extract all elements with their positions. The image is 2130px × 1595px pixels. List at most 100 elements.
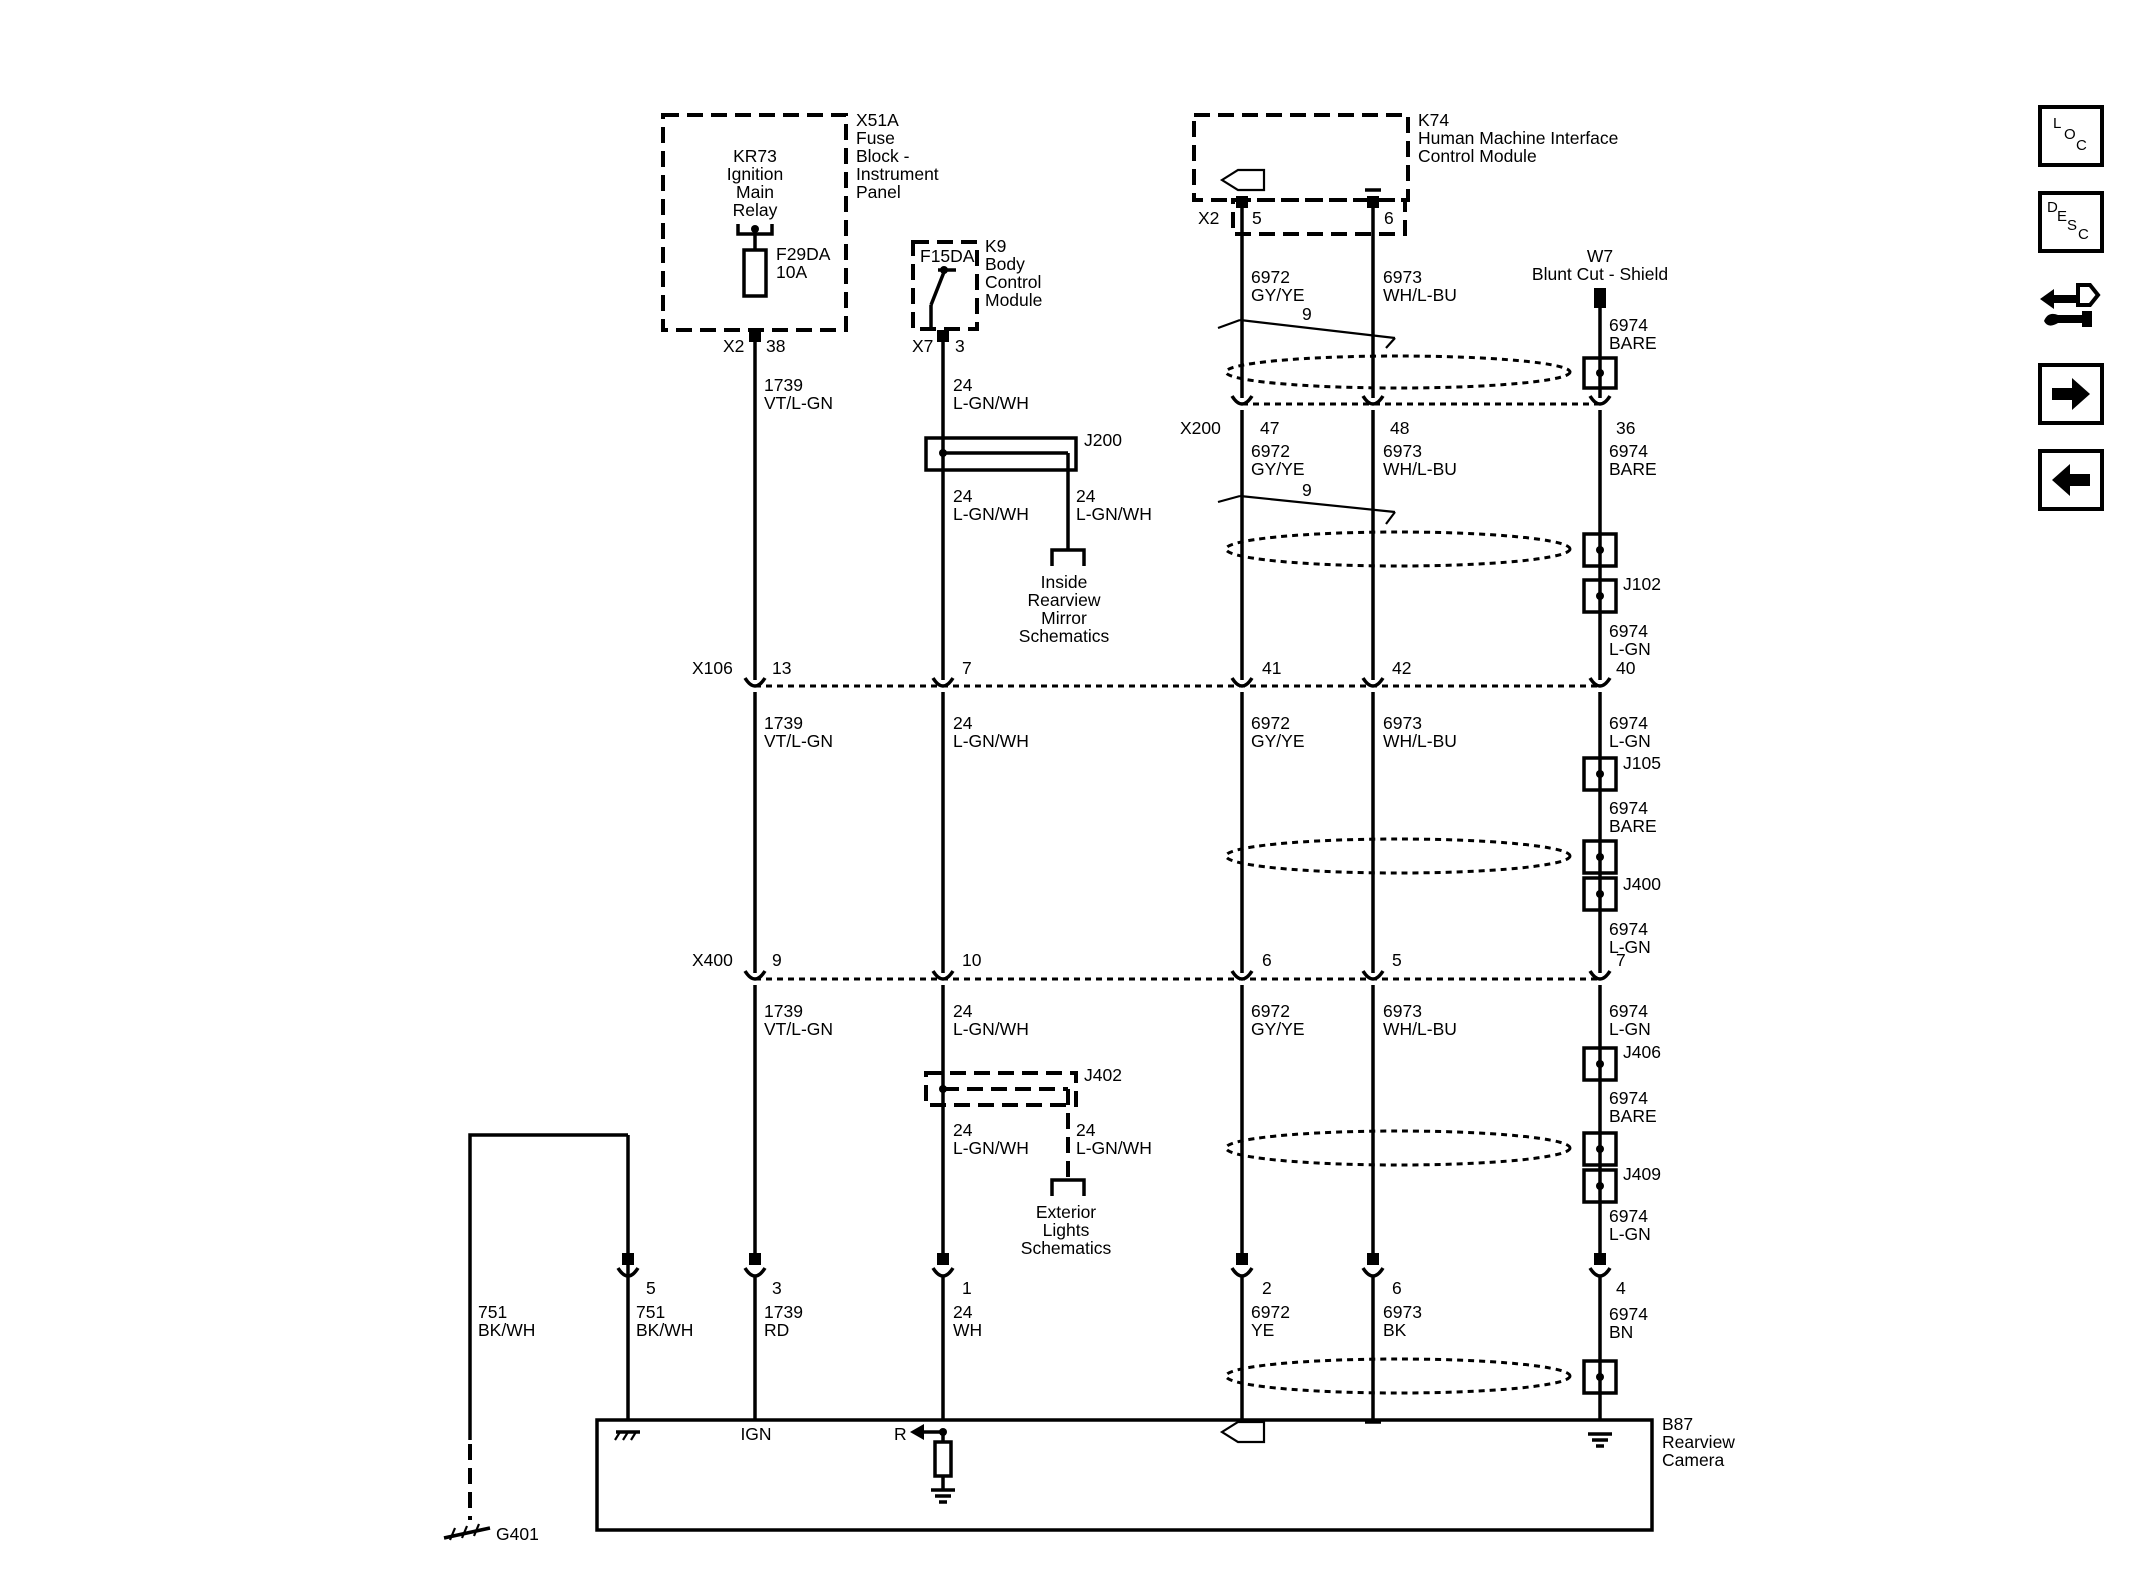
svg-text:L-GN: L-GN bbox=[1609, 1019, 1651, 1039]
desc-letter-e: E bbox=[2057, 208, 2068, 225]
splice-j406: J406 6974 BARE bbox=[1582, 1042, 1661, 1126]
svg-text:GY/YE: GY/YE bbox=[1251, 285, 1305, 305]
svg-text:1739: 1739 bbox=[764, 713, 803, 733]
connector-repair-button[interactable] bbox=[2038, 277, 2104, 339]
labels-segment-4: 1739 VT/L-GN 24 L-GN/WH 6972 GY/YE 6973 … bbox=[764, 1001, 1651, 1039]
svg-text:GY/YE: GY/YE bbox=[1251, 459, 1305, 479]
labels-segment-5: 751 BK/WH 751 BK/WH 1739 RD 24 WH 6972 Y… bbox=[478, 1302, 1648, 1342]
connector-wrench-icon bbox=[2040, 283, 2101, 327]
svg-text:6973: 6973 bbox=[1383, 267, 1422, 287]
svg-text:Schematics: Schematics bbox=[1019, 626, 1110, 646]
svg-text:13: 13 bbox=[772, 658, 791, 678]
twist-marker-1 bbox=[1217, 318, 1396, 349]
next-page-button[interactable] bbox=[2038, 363, 2104, 425]
svg-text:9: 9 bbox=[1302, 480, 1312, 500]
svg-text:K9: K9 bbox=[985, 236, 1006, 256]
svg-text:X7: X7 bbox=[912, 336, 933, 356]
svg-text:48: 48 bbox=[1390, 418, 1409, 438]
svg-text:6972: 6972 bbox=[1251, 1302, 1290, 1322]
svg-text:KR73: KR73 bbox=[733, 146, 777, 166]
svg-text:J102: J102 bbox=[1623, 574, 1661, 594]
svg-text:5: 5 bbox=[646, 1278, 656, 1298]
navigation-panel: L O C D E S C bbox=[2038, 105, 2110, 535]
svg-text:1739: 1739 bbox=[764, 1302, 803, 1322]
connector-x2-fuse: X2 38 bbox=[723, 330, 785, 356]
svg-text:VT/L-GN: VT/L-GN bbox=[764, 731, 833, 751]
svg-text:VT/L-GN: VT/L-GN bbox=[764, 393, 833, 413]
shield-loop-5 bbox=[1224, 1357, 1618, 1395]
svg-text:Rearview: Rearview bbox=[1028, 590, 1101, 610]
svg-text:36: 36 bbox=[1616, 418, 1635, 438]
connector-x400: X400 9 10 6 5 7 bbox=[692, 950, 1626, 981]
svg-text:6972: 6972 bbox=[1251, 441, 1290, 461]
svg-text:6974: 6974 bbox=[1609, 713, 1648, 733]
svg-text:6972: 6972 bbox=[1251, 1001, 1290, 1021]
ref-exterior-lights[interactable]: Exterior Lights Schematics bbox=[1021, 1178, 1112, 1258]
desc-letter-c: C bbox=[2078, 226, 2089, 243]
switch-f15da bbox=[929, 266, 956, 330]
svg-text:Camera: Camera bbox=[1662, 1450, 1725, 1470]
svg-text:24: 24 bbox=[953, 713, 973, 733]
connector-x7: X7 3 bbox=[912, 330, 965, 356]
svg-text:2: 2 bbox=[1262, 1278, 1272, 1298]
svg-text:F15DA: F15DA bbox=[920, 246, 975, 266]
svg-text:J406: J406 bbox=[1623, 1042, 1661, 1062]
hmi-module-k74: K74 Human Machine Interface Control Modu… bbox=[1192, 110, 1618, 236]
svg-text:Ignition: Ignition bbox=[727, 164, 783, 184]
svg-text:Relay: Relay bbox=[733, 200, 778, 220]
svg-text:Main: Main bbox=[736, 182, 774, 202]
svg-text:L-GN: L-GN bbox=[1609, 937, 1651, 957]
svg-text:WH/L-BU: WH/L-BU bbox=[1383, 1019, 1457, 1039]
svg-text:6974: 6974 bbox=[1609, 919, 1648, 939]
video-signal-symbol bbox=[1219, 1420, 1381, 1444]
description-button[interactable]: D E S C bbox=[2038, 191, 2104, 253]
svg-text:L-GN/WH: L-GN/WH bbox=[953, 731, 1029, 751]
shield-w7: W7 Blunt Cut - Shield bbox=[1532, 246, 1668, 308]
svg-text:1: 1 bbox=[962, 1278, 972, 1298]
svg-text:24: 24 bbox=[1076, 1120, 1096, 1140]
svg-text:7: 7 bbox=[962, 658, 972, 678]
shield-loop-4 bbox=[1224, 1129, 1618, 1167]
svg-text:BARE: BARE bbox=[1609, 816, 1657, 836]
svg-text:L-GN/WH: L-GN/WH bbox=[953, 504, 1029, 524]
ref-inside-rearview-mirror[interactable]: Inside Rearview Mirror Schematics bbox=[1019, 548, 1110, 646]
svg-text:L-GN/WH: L-GN/WH bbox=[953, 1138, 1029, 1158]
svg-text:6973: 6973 bbox=[1383, 713, 1422, 733]
svg-text:X2: X2 bbox=[723, 336, 744, 356]
svg-text:J400: J400 bbox=[1623, 874, 1661, 894]
svg-text:6: 6 bbox=[1262, 950, 1272, 970]
svg-text:Exterior: Exterior bbox=[1036, 1202, 1096, 1222]
svg-text:L-GN/WH: L-GN/WH bbox=[1076, 504, 1152, 524]
svg-text:Lights: Lights bbox=[1043, 1220, 1090, 1240]
svg-text:6974: 6974 bbox=[1609, 1304, 1648, 1324]
svg-text:Schematics: Schematics bbox=[1021, 1238, 1112, 1258]
svg-text:X51A: X51A bbox=[856, 110, 899, 130]
desc-letter-d: D bbox=[2047, 199, 2058, 216]
previous-page-button[interactable] bbox=[2038, 449, 2104, 511]
svg-text:38: 38 bbox=[766, 336, 785, 356]
svg-text:J402: J402 bbox=[1084, 1065, 1122, 1085]
svg-text:BK/WH: BK/WH bbox=[636, 1320, 693, 1340]
svg-text:42: 42 bbox=[1392, 658, 1411, 678]
svg-text:BK/WH: BK/WH bbox=[478, 1320, 535, 1340]
svg-text:RD: RD bbox=[764, 1320, 789, 1340]
svg-text:Block -: Block - bbox=[856, 146, 910, 166]
svg-text:751: 751 bbox=[478, 1302, 507, 1322]
svg-text:L-GN/WH: L-GN/WH bbox=[953, 393, 1029, 413]
svg-text:6974: 6974 bbox=[1609, 441, 1648, 461]
svg-text:40: 40 bbox=[1616, 658, 1636, 678]
svg-text:X106: X106 bbox=[692, 658, 733, 678]
svg-text:6: 6 bbox=[1384, 208, 1394, 228]
svg-text:Module: Module bbox=[985, 290, 1042, 310]
svg-text:6973: 6973 bbox=[1383, 441, 1422, 461]
svg-text:24: 24 bbox=[953, 486, 973, 506]
svg-text:7: 7 bbox=[1616, 950, 1626, 970]
svg-text:41: 41 bbox=[1262, 658, 1281, 678]
svg-text:YE: YE bbox=[1251, 1320, 1274, 1340]
svg-text:Instrument: Instrument bbox=[856, 164, 939, 184]
svg-text:BARE: BARE bbox=[1609, 1106, 1657, 1126]
location-button[interactable]: L O C bbox=[2038, 105, 2104, 167]
svg-text:1739: 1739 bbox=[764, 375, 803, 395]
labels-segment-2: 6972 GY/YE 6973 WH/L-BU 9 6974 BARE bbox=[1251, 441, 1657, 500]
svg-text:4: 4 bbox=[1616, 1278, 1626, 1298]
